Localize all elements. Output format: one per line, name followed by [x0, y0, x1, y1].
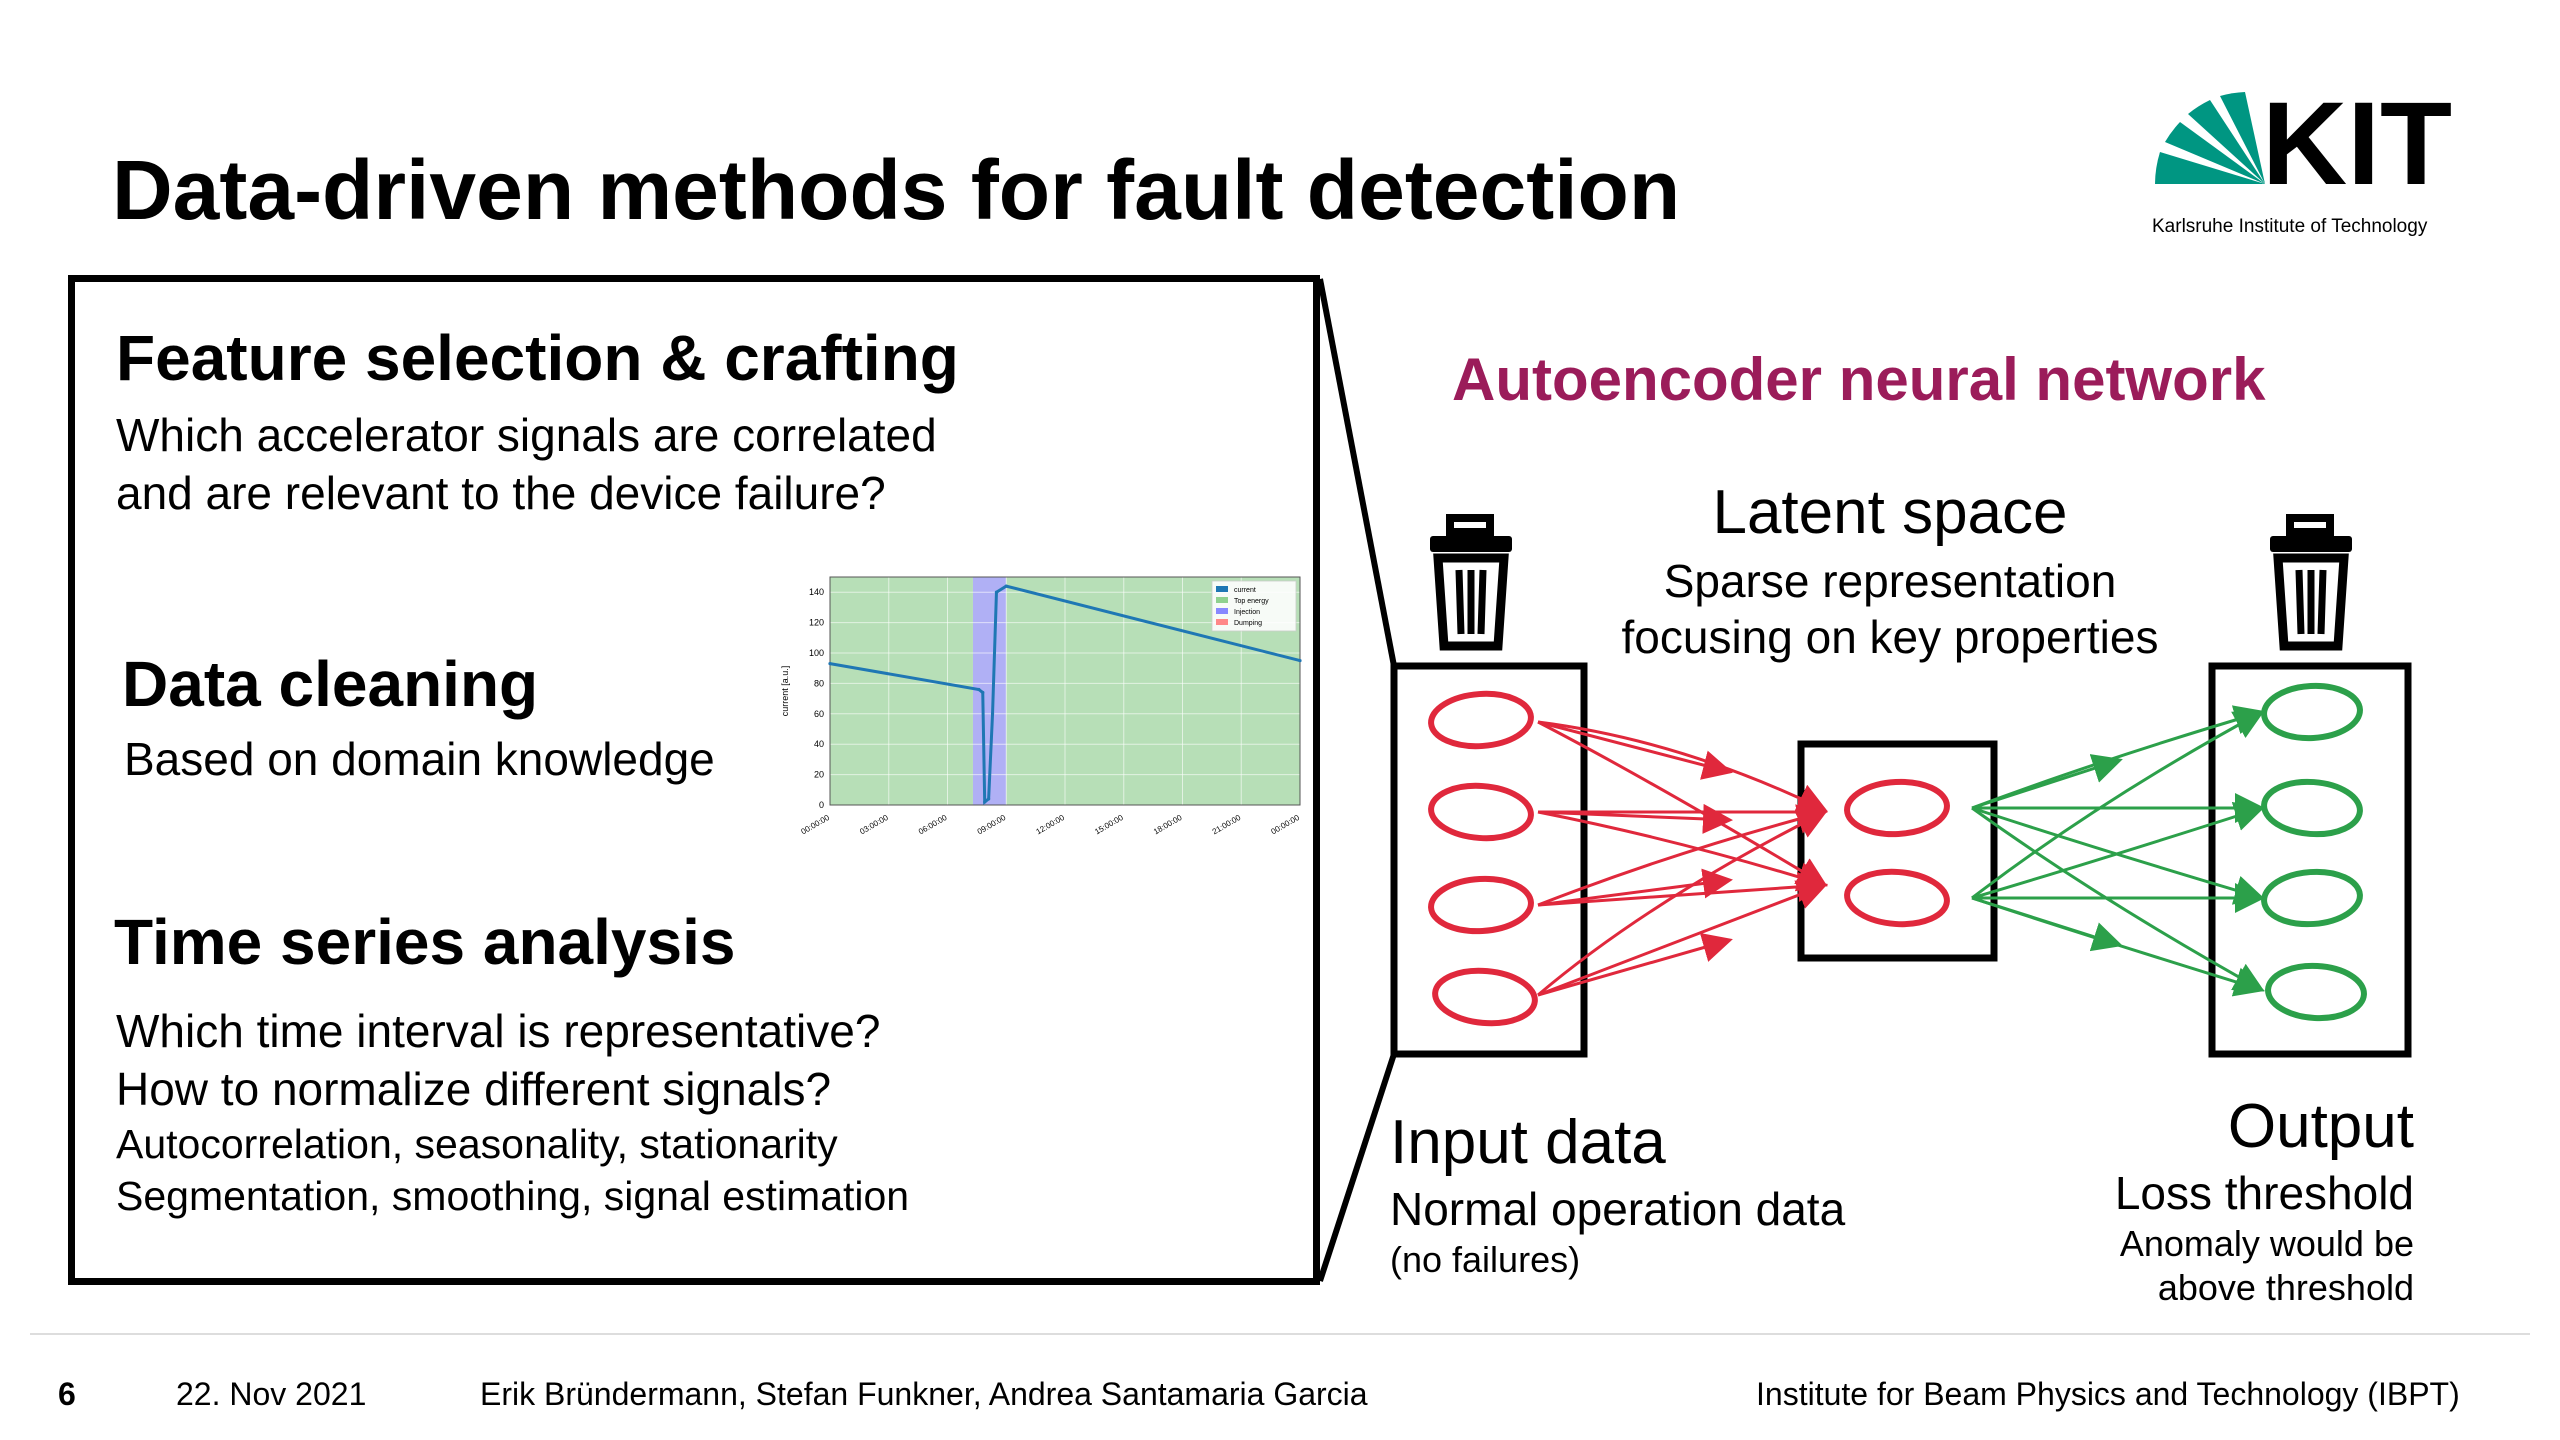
latent-neuron	[1844, 868, 1950, 928]
chart-point	[990, 712, 995, 716]
input-line-1: Normal operation data	[1390, 1183, 1846, 1235]
chart-ytick-label: 100	[809, 648, 824, 658]
autoencoder-title: Autoencoder neural network	[1452, 346, 2266, 413]
output-layer-box	[2208, 662, 2412, 1058]
footer-date: 22. Nov 2021	[176, 1376, 367, 1412]
chart-point	[1004, 584, 1008, 588]
chart-point	[1298, 659, 1302, 663]
cleaning-line-1: Based on domain knowledge	[124, 733, 715, 785]
kit-logo-mark: KIT Karlsruhe Institute of Technology	[2152, 78, 2452, 237]
output-line-2: Anomaly would be	[2119, 1223, 2414, 1264]
input-line-2: (no failures)	[1390, 1239, 1581, 1280]
chart-ytick-label: 140	[809, 587, 824, 597]
latent-line-1: Sparse representation	[1663, 555, 2117, 607]
latent-layer-box	[1797, 740, 1998, 962]
input-neuron	[1428, 875, 1534, 935]
chart-legend-label: Top energy	[1234, 598, 1269, 605]
chart-legend-swatch	[1216, 608, 1228, 614]
chart-legend-swatch	[1216, 619, 1228, 625]
timeseries-line-2: How to normalize different signals?	[116, 1063, 832, 1115]
output-neuron	[2261, 868, 2363, 928]
feature-line-1: Which accelerator signals are correlated	[116, 409, 937, 461]
chart-ytick-label: 0	[819, 800, 824, 810]
chart-legend-label: Dumping	[1234, 620, 1262, 627]
output-line-3: above threshold	[2157, 1267, 2414, 1308]
chart-ytick-label: 20	[814, 770, 824, 780]
page-number: 6	[58, 1376, 76, 1412]
footer-divider	[30, 1333, 2530, 1335]
logo-subtitle: Karlsruhe Institute of Technology	[2152, 216, 2428, 237]
trash-icon-right	[2270, 514, 2352, 651]
chart-ytick-label: 60	[814, 709, 824, 719]
chart-point	[983, 800, 987, 804]
footer-institute: Institute for Beam Physics and Technolog…	[1756, 1376, 2460, 1412]
feature-heading: Feature selection & crafting	[116, 322, 959, 394]
output-heading: Output	[2227, 1092, 2414, 1161]
chart-region	[830, 577, 973, 805]
feature-line-2: and are relevant to the device failure?	[116, 467, 886, 519]
chart-legend-label: Injection	[1234, 609, 1260, 616]
cleaning-heading: Data cleaning	[122, 648, 539, 720]
timeseries-line-3: Autocorrelation, seasonality, stationari…	[116, 1121, 838, 1167]
latent-line-2: focusing on key properties	[1621, 611, 2159, 663]
chart-point	[987, 797, 991, 801]
slide-title: Data-driven methods for fault detection	[112, 143, 1681, 237]
chart-frame	[829, 576, 1301, 806]
input-neuron	[1428, 782, 1534, 842]
chart-legend-swatch	[1216, 586, 1228, 592]
chart-ytick-label: 40	[814, 739, 824, 749]
timeseries-line-1: Which time interval is representative?	[116, 1005, 881, 1057]
output-neuron	[2261, 778, 2363, 838]
timeseries-heading: Time series analysis	[114, 906, 736, 978]
chart-ytick-label: 120	[809, 618, 824, 628]
output-neuron	[2261, 682, 2363, 742]
methods-panel	[68, 275, 1320, 1285]
input-neuron	[1432, 967, 1538, 1027]
chart-point	[981, 690, 985, 695]
kit-logo: KIT Karlsruhe Institute of Technology	[2150, 78, 2460, 242]
chart-legend-label: current	[1234, 587, 1256, 594]
output-line-1: Loss threshold	[2114, 1167, 2414, 1219]
trash-icon-left	[1430, 514, 1512, 651]
input-heading: Input data	[1390, 1108, 1666, 1177]
latent-neuron	[1844, 778, 1950, 838]
input-layer-box	[1390, 662, 1588, 1058]
chart-point	[977, 687, 981, 692]
timeseries-line-4: Segmentation, smoothing, signal estimati…	[116, 1173, 910, 1219]
chart-legend-swatch	[1216, 597, 1228, 603]
logo-wordmark: KIT	[2262, 92, 2452, 210]
output-neuron	[2265, 962, 2367, 1022]
latent-heading: Latent space	[1712, 478, 2068, 547]
chart-point	[994, 590, 999, 594]
chart-point	[828, 662, 832, 666]
input-neuron	[1428, 690, 1534, 750]
chart-ytick-label: 80	[814, 678, 824, 688]
footer-authors: Erik Bründermann, Stefan Funkner, Andrea…	[480, 1376, 1368, 1412]
chart-ylabel: current [a.u.]	[780, 666, 790, 717]
